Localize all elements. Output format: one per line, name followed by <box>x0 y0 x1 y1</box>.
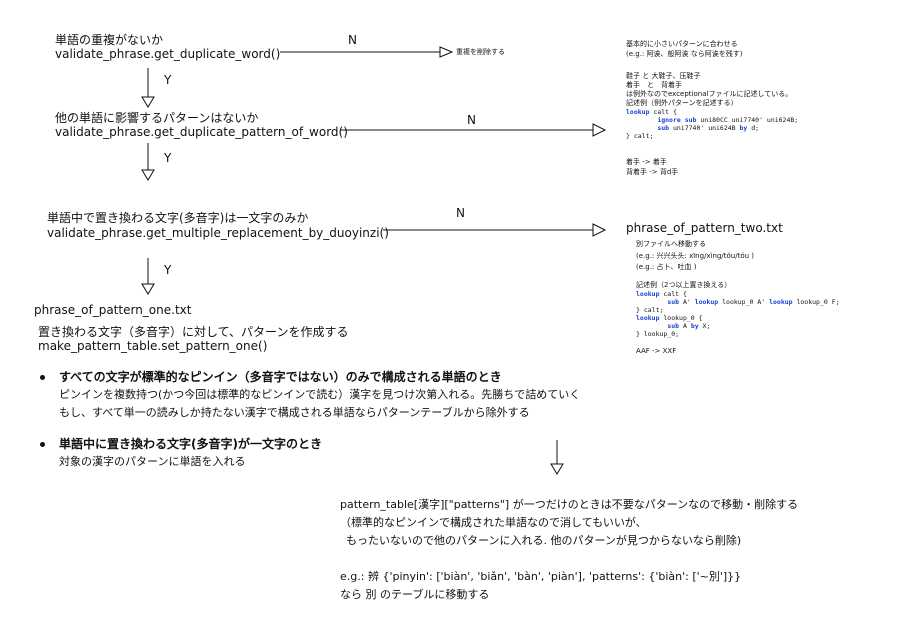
code-text: uni7740' uni624B <box>669 124 740 132</box>
code-text: calt { <box>649 108 677 116</box>
code-text: } lookup_0; <box>636 330 680 338</box>
step2-n-label: N <box>467 113 476 127</box>
code-keyword: sub <box>657 124 670 132</box>
step2-title: 他の単語に影響するパターンはないか <box>55 111 259 125</box>
note1-line6: 記述例（例外パターンを記述する） <box>626 99 738 107</box>
bottom-line3: もったいないので他のパターンに入れる. 他のパターンが見つからないなら削除) <box>346 534 742 547</box>
code-text: uni80CC uni7740' uni624B; <box>696 116 799 124</box>
step1-y-label: Y <box>164 73 172 87</box>
step2-function: validate_phrase.get_duplicate_pattern_of… <box>55 125 348 139</box>
note2-code-block: lookup calt { sub A' lookup lookup_0 A' … <box>636 290 840 338</box>
note1-line4: 着手 と 背着手 <box>626 81 682 89</box>
note1-line2: (e.g.: 阿诶、般阿诶 なら阿诶を残す) <box>626 50 743 58</box>
bullet-dot <box>40 442 45 447</box>
bullet1-line2: もし、すべて単一の読みしか持たない漢字で構成される単語ならパターンテーブルから除… <box>59 406 530 419</box>
bottom-example-note: なら 別 のテーブルに移動する <box>340 588 490 601</box>
code-text: lookup_0 A' <box>718 298 770 306</box>
step3-n-label: N <box>456 206 465 220</box>
code-text: A <box>679 322 691 330</box>
note1-line1: 基本的に小さいパターンに合わせる <box>626 40 738 48</box>
bullet2-line1: 対象の漢字のパターンに単語を入れる <box>59 455 246 468</box>
code-text: A' <box>679 298 695 306</box>
code-keyword: by <box>739 124 748 132</box>
note2-line3: (e.g.: 占卜、吐血 ) <box>636 263 697 271</box>
code-keyword: lookup <box>626 108 650 116</box>
bottom-line2: （標準的なピンインで構成された単語なので消してもいいが、 <box>340 516 647 529</box>
pattern-one-function: make_pattern_table.set_pattern_one() <box>38 339 268 353</box>
pattern-two-file: phrase_of_pattern_two.txt <box>626 221 783 235</box>
step1-title: 単語の重複がないか <box>55 33 164 47</box>
note1-line8: 背着手 -> 背d手 <box>626 168 679 176</box>
code-text: lookup_0 F; <box>792 298 840 306</box>
bottom-line1: pattern_table[漢字]["patterns"] が一つだけのときは不… <box>340 498 799 511</box>
step3-y-label: Y <box>164 263 172 277</box>
bottom-example: e.g.: 辨 {'pinyin': ['biàn', 'biǎn', 'bàn… <box>340 570 742 583</box>
code-text: } calt; <box>626 132 654 140</box>
code-text: lookup_0 { <box>659 314 703 322</box>
pattern-one-desc: 置き換わる文字（多音字）に対して、パターンを作成する <box>38 325 349 339</box>
note1-line7: 着手 -> 着手 <box>626 158 667 166</box>
code-keyword: by <box>690 322 699 330</box>
code-text: d; <box>747 124 760 132</box>
code-keyword: sub <box>667 298 680 306</box>
code-keyword: sub <box>667 322 680 330</box>
step1-n-result: 重複を削除する <box>456 48 505 56</box>
code-keyword: lookup <box>769 298 793 306</box>
bullet2-title: 単語中に置き換わる文字(多音字)が一文字のとき <box>59 437 322 451</box>
note2-line2: (e.g.: 兴兴头头: xīng/xìng/tóu/tóu ) <box>636 252 754 260</box>
code-keyword: lookup <box>636 314 660 322</box>
code-text: X; <box>698 322 711 330</box>
step3-function: validate_phrase.get_multiple_replacement… <box>47 226 389 240</box>
code-keyword: lookup <box>636 290 660 298</box>
note1-line5: は例外なのでexceptionalファイルに記述している。 <box>626 90 793 98</box>
note1-line3: 鞋子 と 大鞋子、压鞋子 <box>626 72 701 80</box>
note2-line1: 別ファイルへ移動する <box>636 240 706 248</box>
code-keyword: lookup <box>694 298 719 306</box>
pattern-one-file: phrase_of_pattern_one.txt <box>34 303 192 317</box>
step1-n-label: N <box>348 33 357 47</box>
code-text: calt { <box>659 290 687 298</box>
bullet1-title: すべての文字が標準的なピンイン（多音字ではない）のみで構成される単語のとき <box>59 370 502 384</box>
note2-line5: AAF -> XXF <box>636 347 677 355</box>
code-keyword: ignore <box>657 116 681 124</box>
bullet-dot <box>40 375 45 380</box>
bullet1-line1: ピンインを複数持つ(かつ今回は標準的なピンインで読む）漢字を見つけ次第入れる。先… <box>59 388 581 401</box>
code-text: } calt; <box>636 306 664 314</box>
note1-code-block: lookup calt { ignore sub uni80CC uni7740… <box>626 108 798 140</box>
note2-line4: 記述例（2つ以上置き換える） <box>636 281 732 289</box>
step2-y-label: Y <box>164 151 172 165</box>
step1-function: validate_phrase.get_duplicate_word() <box>55 47 281 61</box>
code-keyword: sub <box>684 116 697 124</box>
step3-title: 単語中で置き換わる文字(多音字)は一文字のみか <box>47 211 309 225</box>
